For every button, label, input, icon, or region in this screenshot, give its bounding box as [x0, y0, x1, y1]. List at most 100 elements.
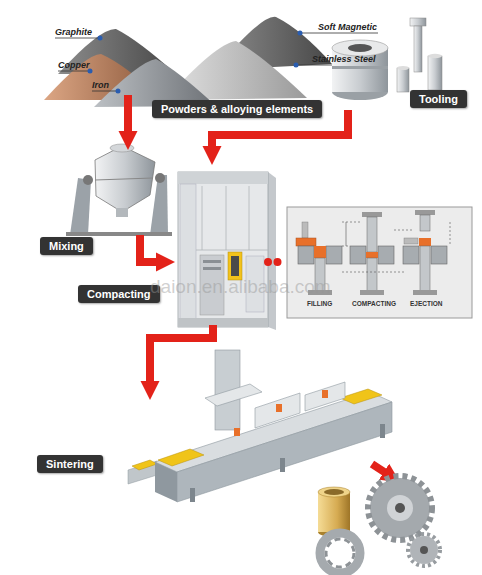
stage-label: Mixing [40, 237, 93, 255]
step-label: FILLING [307, 300, 332, 308]
step-label: EJECTION [410, 300, 443, 308]
die-groove [332, 66, 388, 69]
panel-line [196, 250, 268, 251]
dimension-line [346, 222, 347, 246]
punch-rod [414, 26, 422, 72]
leader-line [58, 71, 90, 72]
leader-dot [294, 63, 299, 68]
punch-cap [415, 210, 435, 215]
hood [205, 384, 262, 406]
punch-base [360, 290, 384, 295]
lower-punch [420, 246, 430, 292]
flow-arrow [124, 95, 132, 140]
panel-line [202, 186, 203, 250]
press-body [178, 172, 268, 327]
die-top [332, 40, 388, 56]
heater-element [276, 404, 282, 412]
sprocket-teeth [368, 476, 432, 540]
sprocket-bore [395, 503, 405, 513]
stage-region: Sintering [130, 400, 412, 505]
gear-teeth [408, 534, 440, 566]
bushing-top [318, 487, 350, 497]
heater-box [255, 393, 300, 428]
punch-head [410, 18, 426, 26]
leader-line [300, 33, 378, 34]
upper-punch [420, 215, 430, 231]
tool-part-top [428, 54, 442, 58]
bushing-bore [324, 489, 344, 495]
ejected-part [419, 238, 431, 246]
leader-dot [116, 89, 121, 94]
press-side [268, 172, 276, 330]
mixer-lid [110, 144, 134, 152]
parts-tray [132, 460, 157, 470]
mixer-base [66, 232, 172, 236]
upper-punch [367, 217, 377, 252]
stage-region: Mixing [72, 150, 168, 235]
material-label: Graphite [55, 27, 92, 38]
rotor-lobes [326, 539, 354, 567]
tool-part-top [397, 66, 409, 70]
mixer-band [95, 178, 153, 180]
dimension-line [342, 222, 360, 223]
material-label: Soft Magnetic [318, 22, 377, 33]
mixer-leg [70, 178, 91, 235]
press-base [178, 318, 268, 327]
mixer-cone [95, 146, 155, 212]
mixer-spout [116, 208, 128, 217]
panel-detail [203, 260, 221, 263]
ejection-shoe [404, 238, 418, 244]
inset-panel [287, 207, 472, 318]
parts-tray [340, 389, 382, 404]
leader-dot [298, 31, 303, 36]
material-label: Iron [92, 80, 109, 91]
output-arrow [372, 464, 392, 477]
sprocket-hub [387, 495, 413, 521]
lower-punch [367, 258, 377, 292]
furnace-end [155, 462, 177, 502]
material-label: Stainless Steel [312, 54, 376, 65]
furnace-leg [190, 488, 195, 502]
die-section [298, 246, 314, 264]
tool-part [428, 56, 442, 90]
heater-box [305, 382, 345, 411]
die-section [431, 246, 447, 264]
watermark: daion.en.alibaba.com [150, 276, 331, 298]
furnace-leg [280, 458, 285, 472]
punch-base [413, 290, 437, 295]
die-section [350, 246, 366, 264]
tool-part [397, 68, 409, 92]
press-ram [231, 256, 239, 276]
mixer-axle [83, 175, 93, 185]
feed-shoe [296, 238, 316, 246]
panel-line [226, 186, 227, 250]
leader-line [92, 91, 118, 92]
bushing [318, 492, 350, 532]
stage-region: FILLING COMPACTING EJECTION [287, 207, 472, 318]
panel-detail [203, 267, 221, 270]
die-section [326, 246, 342, 264]
stage-label: Powders & alloying elements [152, 100, 322, 118]
step-label: COMPACTING [352, 300, 396, 308]
punch-cap [362, 212, 382, 217]
mixer-axle [155, 173, 165, 183]
stage-label: Compacting [78, 285, 160, 303]
dotted-connector [268, 258, 287, 266]
stage-label: Tooling [410, 90, 467, 108]
leader-dot [98, 36, 103, 41]
dimension-line [342, 272, 405, 273]
leader-line [55, 38, 100, 39]
flow-arrow [150, 325, 213, 390]
gear-bore [420, 546, 428, 554]
die-section [378, 246, 394, 264]
parts-tray [158, 449, 204, 466]
die-hole [348, 44, 372, 52]
small-gear [410, 536, 438, 564]
material-label: Copper [58, 60, 90, 71]
press-column [180, 184, 196, 320]
dimension-line [394, 230, 412, 231]
heater-element [322, 390, 328, 398]
press-top [178, 172, 268, 184]
feed-tube [302, 222, 308, 238]
